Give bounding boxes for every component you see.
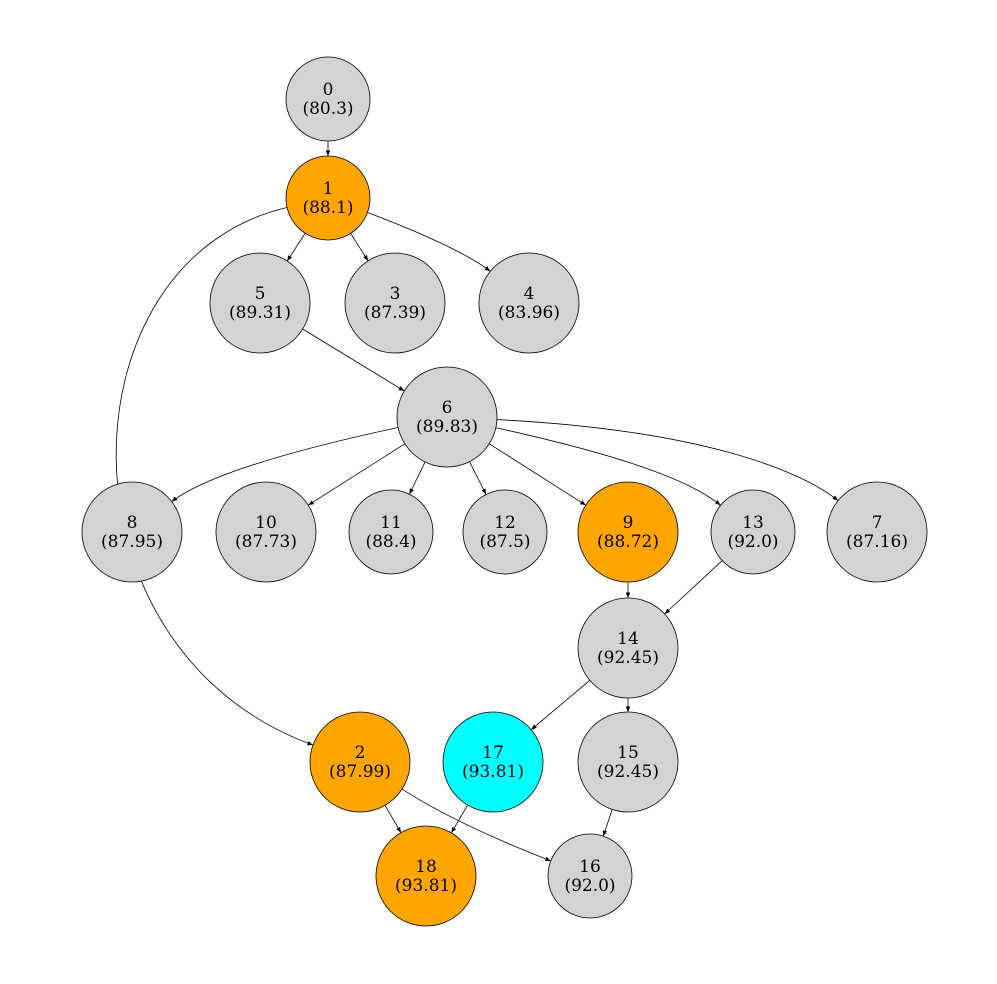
node-score-label: (88.4) bbox=[365, 532, 416, 552]
edge-6-to-7 bbox=[496, 419, 839, 501]
node-id-label: 9 bbox=[623, 513, 634, 533]
node-id-label: 7 bbox=[872, 513, 883, 533]
nodes-layer: 0(80.3)1(88.1)5(89.31)3(87.39)4(83.96)6(… bbox=[81, 56, 928, 927]
edge-6-to-13 bbox=[495, 427, 721, 506]
node-score-label: (88.1) bbox=[302, 198, 353, 218]
node-18: 18(93.81) bbox=[375, 825, 477, 927]
node-circle bbox=[710, 489, 796, 575]
node-circle bbox=[285, 56, 371, 142]
node-14: 14(92.45) bbox=[577, 597, 679, 699]
node-id-label: 14 bbox=[617, 629, 639, 649]
node-circle bbox=[81, 481, 183, 583]
node-13: 13(92.0) bbox=[710, 489, 796, 575]
node-id-label: 10 bbox=[255, 513, 277, 533]
node-score-label: (93.81) bbox=[462, 762, 524, 782]
node-score-label: (87.95) bbox=[101, 532, 163, 552]
node-score-label: (92.45) bbox=[597, 648, 659, 668]
node-12: 12(87.5) bbox=[462, 489, 548, 575]
edge-1-to-3 bbox=[350, 233, 369, 262]
edge-6-to-10 bbox=[307, 443, 406, 506]
node-6: 6(89.83) bbox=[396, 366, 498, 468]
node-2: 2(87.99) bbox=[309, 711, 411, 813]
node-circle bbox=[478, 252, 580, 354]
node-4: 4(83.96) bbox=[478, 252, 580, 354]
node-id-label: 17 bbox=[482, 743, 504, 763]
node-score-label: (88.72) bbox=[597, 532, 659, 552]
node-id-label: 2 bbox=[355, 743, 366, 763]
node-score-label: (87.16) bbox=[846, 532, 908, 552]
edge-5-to-6 bbox=[302, 328, 405, 392]
edge-13-to-14 bbox=[664, 560, 723, 615]
node-score-label: (80.3) bbox=[302, 99, 353, 119]
node-circle bbox=[462, 489, 548, 575]
edge-2-to-16 bbox=[401, 788, 551, 862]
node-circle bbox=[309, 711, 411, 813]
edge-17-to-18 bbox=[450, 804, 469, 834]
node-score-label: (92.0) bbox=[727, 532, 778, 552]
node-id-label: 1 bbox=[323, 179, 334, 199]
edge-6-to-8 bbox=[171, 427, 399, 502]
node-id-label: 6 bbox=[442, 398, 453, 418]
node-score-label: (87.99) bbox=[329, 762, 391, 782]
node-circle bbox=[547, 833, 633, 919]
node-7: 7(87.16) bbox=[826, 481, 928, 583]
edge-6-to-11 bbox=[409, 461, 426, 495]
node-id-label: 18 bbox=[415, 857, 437, 877]
node-5: 5(89.31) bbox=[209, 252, 311, 354]
node-circle bbox=[826, 481, 928, 583]
edge-1-to-5 bbox=[286, 233, 306, 262]
node-circle bbox=[285, 155, 371, 241]
node-circle bbox=[396, 366, 498, 468]
node-15: 15(92.45) bbox=[577, 711, 679, 813]
node-circle bbox=[577, 597, 679, 699]
node-id-label: 4 bbox=[524, 284, 535, 304]
node-3: 3(87.39) bbox=[344, 252, 446, 354]
node-circle bbox=[375, 825, 477, 927]
edge-6-to-12 bbox=[469, 461, 487, 495]
node-id-label: 15 bbox=[617, 743, 639, 763]
node-8: 8(87.95) bbox=[81, 481, 183, 583]
node-circle bbox=[577, 711, 679, 813]
node-score-label: (89.83) bbox=[416, 417, 478, 437]
edge-2-to-18 bbox=[384, 805, 402, 833]
node-9: 9(88.72) bbox=[577, 481, 679, 583]
node-id-label: 16 bbox=[579, 857, 601, 877]
edges-layer bbox=[115, 141, 839, 862]
node-score-label: (92.0) bbox=[564, 876, 615, 896]
node-score-label: (87.73) bbox=[235, 532, 297, 552]
node-10: 10(87.73) bbox=[215, 481, 317, 583]
node-circle bbox=[577, 481, 679, 583]
node-id-label: 8 bbox=[127, 513, 138, 533]
node-id-label: 5 bbox=[255, 284, 266, 304]
node-1: 1(88.1) bbox=[285, 155, 371, 241]
node-circle bbox=[209, 252, 311, 354]
node-circle bbox=[348, 489, 434, 575]
node-id-label: 0 bbox=[323, 80, 334, 100]
node-circle bbox=[215, 481, 317, 583]
node-score-label: (92.45) bbox=[597, 762, 659, 782]
node-score-label: (87.5) bbox=[479, 532, 530, 552]
node-id-label: 12 bbox=[494, 513, 516, 533]
node-11: 11(88.4) bbox=[348, 489, 434, 575]
edge-6-to-9 bbox=[488, 443, 587, 506]
edge-15-to-16 bbox=[602, 809, 613, 837]
node-0: 0(80.3) bbox=[285, 56, 371, 142]
node-id-label: 11 bbox=[380, 513, 402, 533]
node-id-label: 3 bbox=[390, 284, 401, 304]
edge-14-to-17 bbox=[530, 679, 591, 731]
node-circle bbox=[442, 711, 544, 813]
node-circle bbox=[344, 252, 446, 354]
node-score-label: (83.96) bbox=[498, 303, 560, 323]
edge-1-to-4 bbox=[367, 212, 491, 272]
node-17: 17(93.81) bbox=[442, 711, 544, 813]
node-16: 16(92.0) bbox=[547, 833, 633, 919]
node-id-label: 13 bbox=[742, 513, 764, 533]
node-score-label: (87.39) bbox=[364, 303, 426, 323]
node-score-label: (93.81) bbox=[395, 876, 457, 896]
node-score-label: (89.31) bbox=[229, 303, 291, 323]
